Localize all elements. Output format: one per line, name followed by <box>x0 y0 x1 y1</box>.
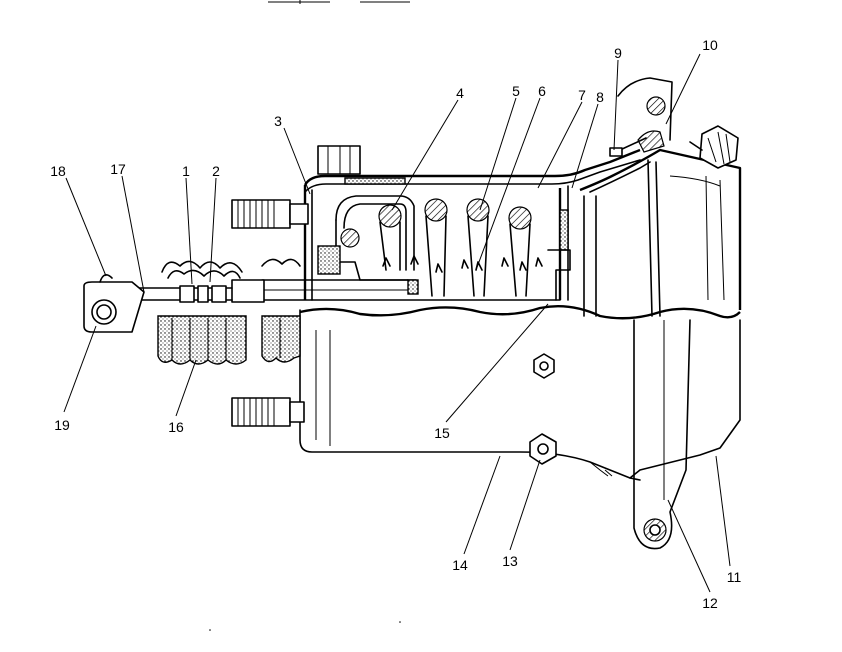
spring-chamber <box>261 148 641 301</box>
callout-3: 3 <box>274 113 282 129</box>
callout-10: 10 <box>702 37 718 53</box>
top-marks <box>268 0 410 4</box>
push-rod-assembly <box>83 274 265 333</box>
lower-bracket <box>633 319 691 550</box>
callout-13: 13 <box>502 553 518 569</box>
callout-5: 5 <box>512 83 520 99</box>
lower-housing <box>299 309 741 481</box>
service-chamber <box>579 77 742 317</box>
callout-2: 2 <box>212 163 220 179</box>
bottom-marks <box>209 621 401 631</box>
leader-lines <box>63 53 731 593</box>
callout-7: 7 <box>578 87 586 103</box>
callout-8: 8 <box>596 89 604 105</box>
callout-19: 19 <box>54 417 70 433</box>
callout-labels: 18 17 1 2 3 4 5 6 7 8 9 10 19 16 15 14 1… <box>50 37 741 611</box>
callout-16: 16 <box>168 419 184 435</box>
mounting-studs <box>231 145 361 427</box>
callout-12: 12 <box>702 595 718 611</box>
cut-edge <box>299 305 741 320</box>
callout-6: 6 <box>538 83 546 99</box>
callout-15: 15 <box>434 425 450 441</box>
callout-4: 4 <box>456 85 464 101</box>
callout-11: 11 <box>727 569 742 585</box>
callout-9: 9 <box>614 45 622 61</box>
callout-17: 17 <box>110 161 126 177</box>
bellows-boot <box>157 258 301 365</box>
callout-18: 18 <box>50 163 66 179</box>
callout-14: 14 <box>452 557 468 573</box>
callout-1: 1 <box>182 163 190 179</box>
housing-bolts <box>529 353 557 465</box>
